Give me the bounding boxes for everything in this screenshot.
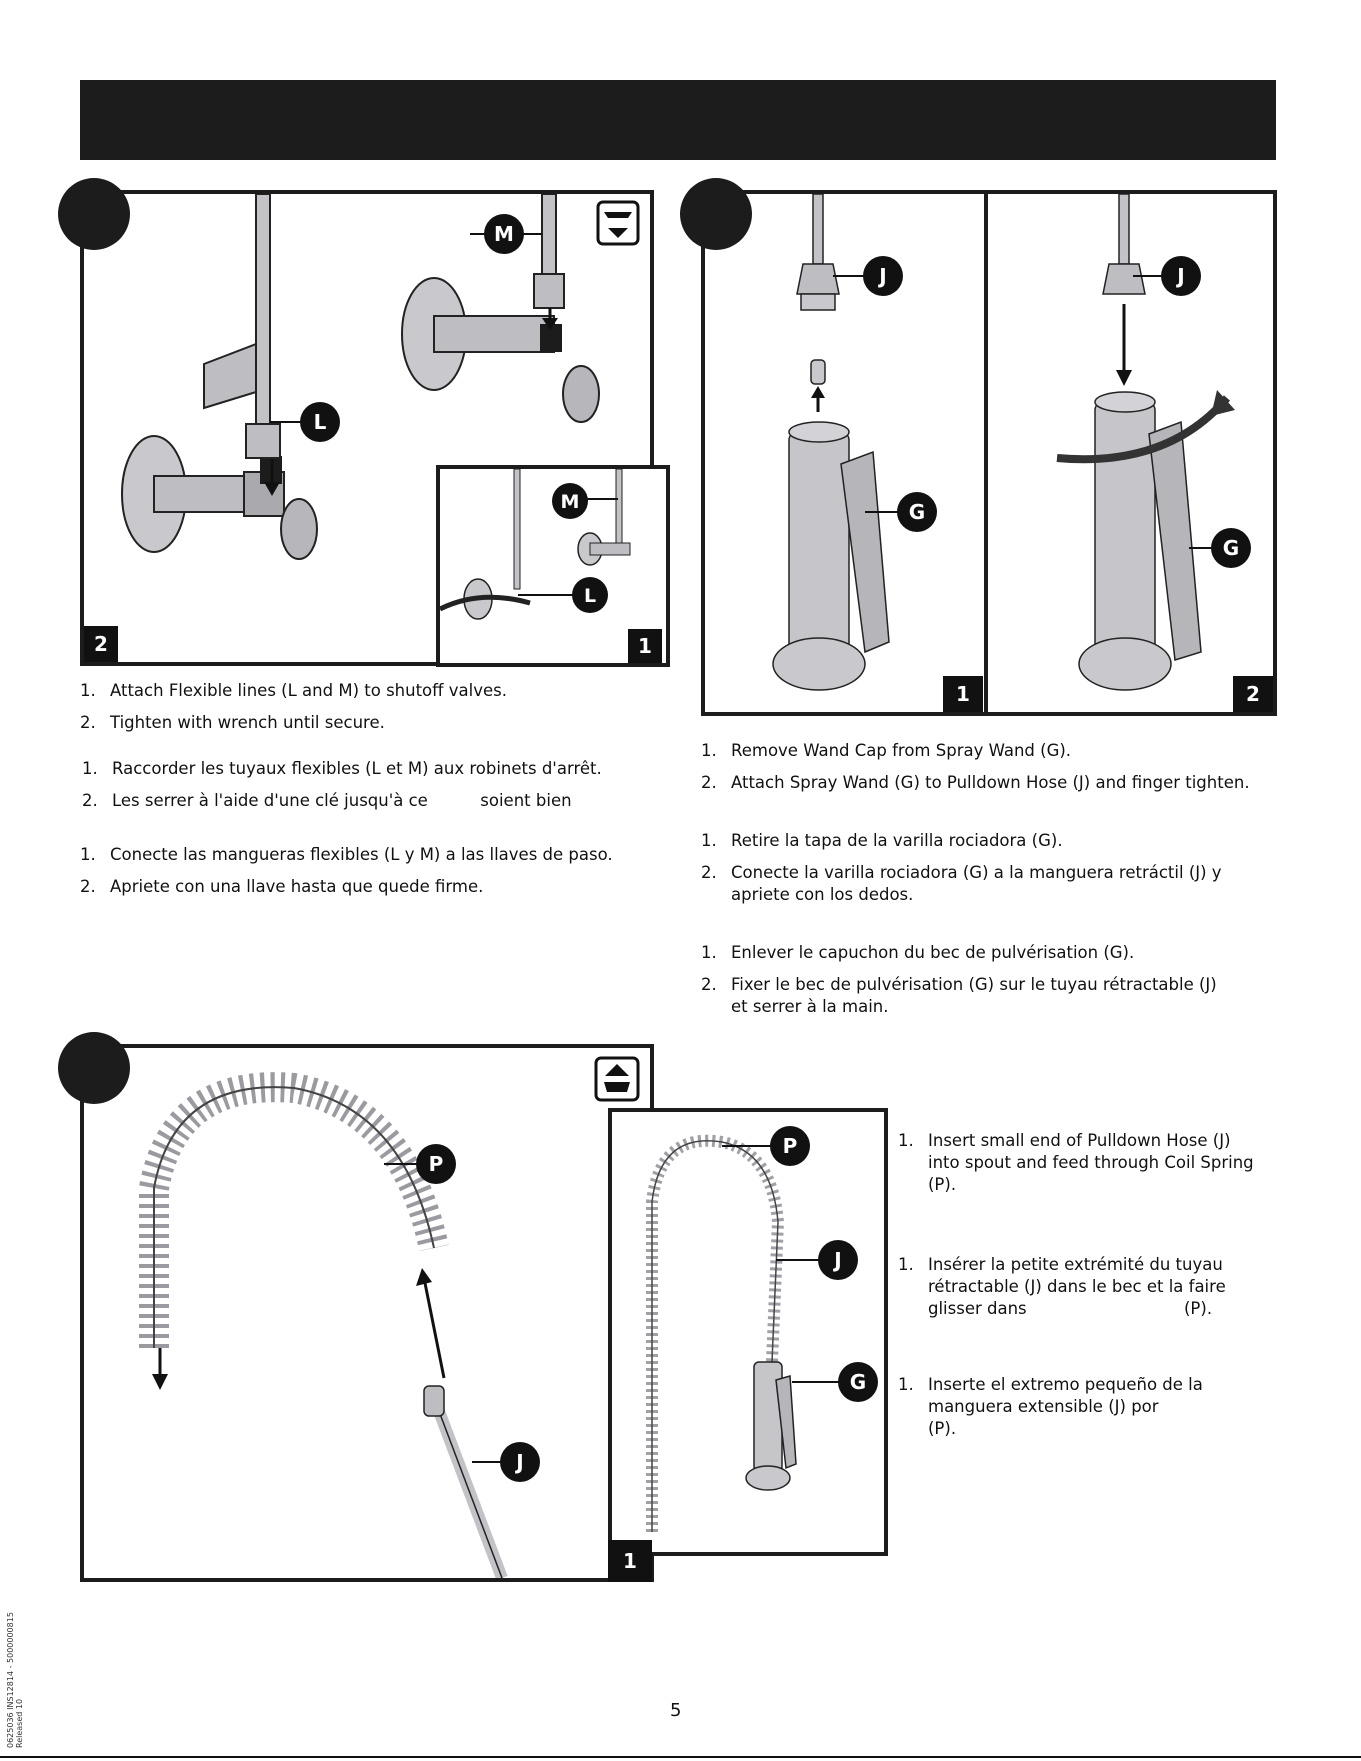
water-off-icon bbox=[598, 202, 638, 244]
step-number-tag: 1 bbox=[628, 629, 662, 663]
callout-G: G bbox=[909, 500, 925, 524]
panel-a-instructions: 1.Attach Flexible lines (L and M) to shu… bbox=[80, 680, 660, 900]
page-number: 5 bbox=[670, 1700, 681, 1721]
callout-G: G bbox=[1223, 536, 1239, 560]
panel-c-frame: P J bbox=[80, 1044, 654, 1582]
instruction-es-2: Apriete con una llave hasta que quede fi… bbox=[110, 876, 660, 898]
instruction-es-1: Retire la tapa de la varilla rociadora (… bbox=[731, 830, 1291, 852]
instruction-en-2: Attach Spray Wand (G) to Pulldown Hose (… bbox=[731, 772, 1291, 794]
callout-P: P bbox=[429, 1152, 444, 1176]
instruction-es-1: Conecte las mangueras flexibles (L y M) … bbox=[110, 844, 660, 866]
panel-b-instructions: 1.Remove Wand Cap from Spray Wand (G). 2… bbox=[701, 740, 1291, 1020]
instruction-en-1: Attach Flexible lines (L and M) to shuto… bbox=[110, 680, 660, 702]
step-number-tag: 2 bbox=[1233, 676, 1273, 712]
page-bottom-rule bbox=[0, 1756, 1361, 1758]
water-on-icon bbox=[596, 1058, 638, 1100]
panel-c-illustration: P J bbox=[84, 1048, 650, 1578]
panel-a-inset-frame: M L 1 bbox=[436, 465, 670, 667]
callout-L-inset: L bbox=[584, 585, 596, 607]
instruction-es-2: Conecte la varilla rociadora (G) a la ma… bbox=[731, 862, 1231, 906]
section-header-bar bbox=[80, 80, 1276, 160]
callout-G-inset: G bbox=[850, 1370, 866, 1394]
callout-L: L bbox=[314, 410, 327, 434]
callout-P-inset: P bbox=[783, 1134, 798, 1158]
callout-J: J bbox=[514, 1450, 523, 1474]
instruction-fr-1: Insérer la petite extrémité du tuyau rét… bbox=[928, 1254, 1258, 1320]
panel-c-inset-illustration: P J G bbox=[612, 1112, 884, 1552]
panel-c-instructions: 1.Insert small end of Pulldown Hose (J) … bbox=[898, 1130, 1258, 1450]
step-number-tag: 1 bbox=[943, 676, 983, 712]
callout-J: J bbox=[1175, 264, 1184, 288]
callout-M: M bbox=[494, 222, 514, 246]
instruction-fr-2: Fixer le bec de pulvérisation (G) sur le… bbox=[731, 974, 1231, 1018]
callout-J: J bbox=[877, 264, 886, 288]
callout-J-inset: J bbox=[832, 1248, 841, 1272]
step-circle bbox=[58, 1032, 130, 1104]
instruction-fr-2: Les serrer à l'aide d'une clé jusqu'à ce… bbox=[112, 790, 662, 812]
panel-c-inset-frame: P J G bbox=[608, 1108, 888, 1556]
instruction-es-1: Inserte el extremo pequeño de la manguer… bbox=[928, 1374, 1258, 1440]
callout-M-inset: M bbox=[561, 491, 580, 513]
instruction-fr-1: Raccorder les tuyaux flexibles (L et M) … bbox=[112, 758, 662, 780]
panel-b-frame: J G J G 1 2 bbox=[701, 190, 1277, 716]
panel-b-illustration: J G J G bbox=[705, 194, 1273, 712]
instruction-en-2: Tighten with wrench until secure. bbox=[110, 712, 660, 734]
step-number-tag: 2 bbox=[84, 626, 118, 662]
instruction-fr-1: Enlever le capuchon du bec de pulvérisat… bbox=[731, 942, 1291, 964]
step-circle bbox=[58, 178, 130, 250]
document-code: 0625036 INS12814 - 5000000815 Released 1… bbox=[6, 1612, 24, 1748]
step-circle bbox=[680, 178, 752, 250]
instruction-en-1: Remove Wand Cap from Spray Wand (G). bbox=[731, 740, 1291, 762]
step-number-tag: 1 bbox=[608, 1540, 652, 1582]
instruction-en-1: Insert small end of Pulldown Hose (J) in… bbox=[928, 1130, 1258, 1196]
